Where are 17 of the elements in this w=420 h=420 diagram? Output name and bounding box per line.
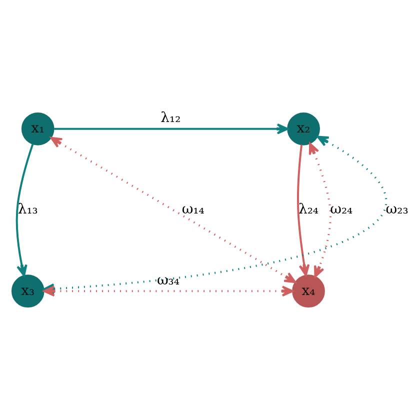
- edge-label: ω₂₃: [386, 202, 408, 218]
- node-circle: x₂: [287, 112, 320, 146]
- node-circle: x₄: [292, 274, 325, 308]
- edge-label: λ₂₄: [298, 202, 319, 218]
- arrow: [43, 286, 294, 297]
- arrow: [54, 123, 289, 134]
- edge-label: λ₁₂: [160, 110, 181, 126]
- arrow: [16, 144, 34, 276]
- node-circle: x₁: [21, 112, 54, 146]
- node-circle: x₃: [11, 274, 44, 308]
- edge-label: ω₃₄: [156, 272, 180, 288]
- arrow: [308, 142, 332, 278]
- edge-label: ω₁₄: [182, 202, 204, 218]
- arrow: [50, 136, 296, 284]
- arrow: [297, 144, 310, 276]
- edge-label: λ₁₃: [18, 202, 38, 218]
- edge-label: ω₂₄: [330, 202, 353, 218]
